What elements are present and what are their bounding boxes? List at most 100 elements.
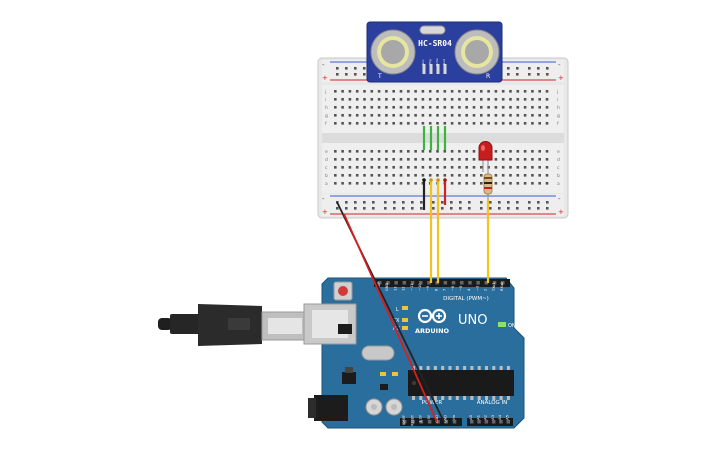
header-hole[interactable] xyxy=(403,420,407,424)
terminal-hole xyxy=(501,182,505,185)
terminal-hole xyxy=(480,90,483,93)
header-hole[interactable] xyxy=(410,281,415,285)
rail-hole xyxy=(546,73,549,76)
header-hole[interactable] xyxy=(460,281,464,285)
power-pin-label: GND xyxy=(435,415,439,423)
rail-hole xyxy=(441,201,444,204)
row-letter: d xyxy=(325,157,328,163)
header-hole[interactable] xyxy=(411,420,415,424)
reset-button-cap[interactable] xyxy=(338,286,348,296)
terminal-hole xyxy=(377,122,381,125)
terminal-hole xyxy=(392,106,395,109)
terminal-hole xyxy=(385,182,388,185)
rail-hole xyxy=(420,201,423,204)
header-hole[interactable] xyxy=(443,281,448,285)
row-letter: h xyxy=(325,105,328,111)
header-hole[interactable] xyxy=(468,281,472,285)
terminal-hole xyxy=(414,182,417,185)
terminal-hole xyxy=(538,158,541,161)
header-hole[interactable] xyxy=(492,281,497,285)
terminal-hole xyxy=(509,98,512,101)
terminal-hole xyxy=(348,98,352,101)
header-hole[interactable] xyxy=(476,281,480,285)
bottom-power-rail xyxy=(322,194,564,216)
header-hole[interactable] xyxy=(436,420,440,424)
terminal-hole xyxy=(399,174,403,177)
terminal-hole xyxy=(436,114,439,117)
chip-leg xyxy=(492,396,496,400)
terminal-hole xyxy=(465,122,468,125)
terminal-hole xyxy=(450,90,454,93)
terminal-hole xyxy=(472,114,476,117)
rail-hole xyxy=(384,201,387,204)
header-hole[interactable] xyxy=(419,420,424,424)
digital-pin-label: ~3 xyxy=(475,286,479,291)
small-chip-1 xyxy=(380,384,388,390)
bottom-plus-right: + xyxy=(558,208,564,216)
header-hole[interactable] xyxy=(491,420,496,424)
terminal-hole xyxy=(494,182,498,185)
header-hole[interactable] xyxy=(427,281,431,285)
rail-hole xyxy=(498,207,501,210)
terminal-hole xyxy=(531,174,534,177)
header-hole[interactable] xyxy=(419,281,423,285)
terminal-hole xyxy=(377,106,381,109)
terminal-hole xyxy=(385,90,388,93)
header-hole[interactable] xyxy=(484,420,489,424)
header-hole[interactable] xyxy=(506,420,511,424)
chip-leg xyxy=(433,366,437,370)
model-text: UNO xyxy=(458,313,487,328)
header-hole[interactable] xyxy=(484,281,489,285)
rail-hole xyxy=(489,201,492,204)
header-hole[interactable] xyxy=(427,420,432,424)
row-letter: g xyxy=(325,114,328,119)
rail-hole xyxy=(528,201,531,204)
rail-hole xyxy=(459,201,462,204)
header-hole[interactable] xyxy=(444,420,449,424)
chip-leg xyxy=(485,366,488,370)
rail-hole xyxy=(507,207,510,210)
chip-leg xyxy=(419,396,423,400)
header-hole[interactable] xyxy=(477,420,481,424)
row-letter: f xyxy=(325,121,327,127)
center-channel xyxy=(322,133,564,143)
terminal-hole xyxy=(494,98,498,101)
rail-hole xyxy=(450,207,453,210)
header-hole[interactable] xyxy=(378,281,382,285)
terminal-hole xyxy=(487,90,490,93)
terminal-hole xyxy=(399,182,403,185)
terminal-hole xyxy=(355,90,359,93)
header-hole[interactable] xyxy=(501,281,505,285)
terminal-hole xyxy=(523,98,527,101)
terminal-hole xyxy=(501,158,505,161)
header-hole[interactable] xyxy=(394,281,398,285)
terminal-hole xyxy=(407,114,410,117)
terminal-hole xyxy=(450,182,454,185)
header-hole[interactable] xyxy=(499,420,503,424)
usb-interface-chip xyxy=(338,324,352,334)
rail-hole xyxy=(420,207,423,210)
row-letter: c xyxy=(557,166,560,171)
terminal-hole xyxy=(538,106,541,109)
rail-hole xyxy=(516,73,519,76)
terminal-hole xyxy=(450,98,454,101)
header-hole[interactable] xyxy=(402,281,407,285)
terminal-hole xyxy=(480,174,483,177)
terminal-hole xyxy=(377,174,381,177)
terminal-hole xyxy=(494,166,498,169)
digital-pin-label: ~11 xyxy=(410,283,414,291)
header-hole[interactable] xyxy=(386,281,390,285)
terminal-hole xyxy=(509,114,512,117)
terminal-hole xyxy=(487,114,490,117)
header-hole[interactable] xyxy=(452,420,457,424)
terminal-hole xyxy=(421,174,425,177)
header-hole[interactable] xyxy=(470,420,474,424)
header-hole[interactable] xyxy=(451,281,456,285)
terminal-hole xyxy=(501,150,505,153)
top-minus-left: - xyxy=(322,61,325,69)
rail-hole xyxy=(507,201,510,204)
terminal-hole xyxy=(348,174,352,177)
terminal-hole xyxy=(407,150,410,153)
dc-barrel-jack xyxy=(314,395,348,421)
terminal-hole xyxy=(399,98,403,101)
